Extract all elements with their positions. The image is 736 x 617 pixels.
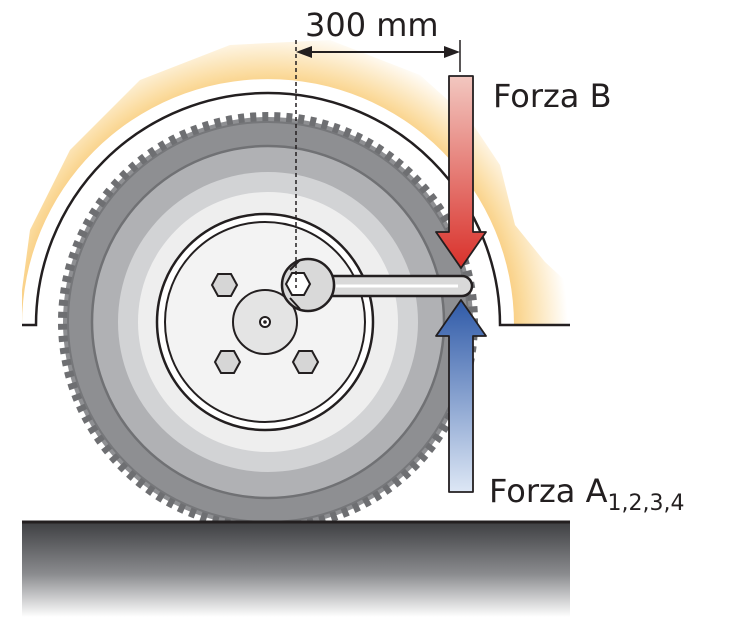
dimension-arrowhead-left-icon [296, 46, 312, 58]
dimension-label: 300 mm [305, 6, 439, 44]
force-b-label: Forza B [493, 77, 612, 115]
force-a-name: Forza A [489, 472, 608, 510]
hub [155, 212, 375, 432]
ground-slab [22, 521, 570, 617]
fender-edge [22, 91, 570, 327]
dimension-arrow [296, 40, 461, 72]
lug-nut-icon [291, 350, 320, 374]
dimension-arrowhead-right-icon [444, 46, 460, 58]
lug-nut-icon [213, 350, 242, 374]
wrench-jaw-nut-icon [284, 272, 312, 296]
fender-glow [22, 40, 570, 325]
force-a-arrow [435, 299, 487, 493]
force-a-label: Forza A1,2,3,4 [489, 472, 684, 516]
force-b-arrow [435, 75, 487, 269]
lug-nut-icon [210, 273, 239, 297]
ground [22, 520, 570, 617]
wrench [280, 257, 474, 313]
force-a-subscript: 1,2,3,4 [607, 491, 684, 516]
